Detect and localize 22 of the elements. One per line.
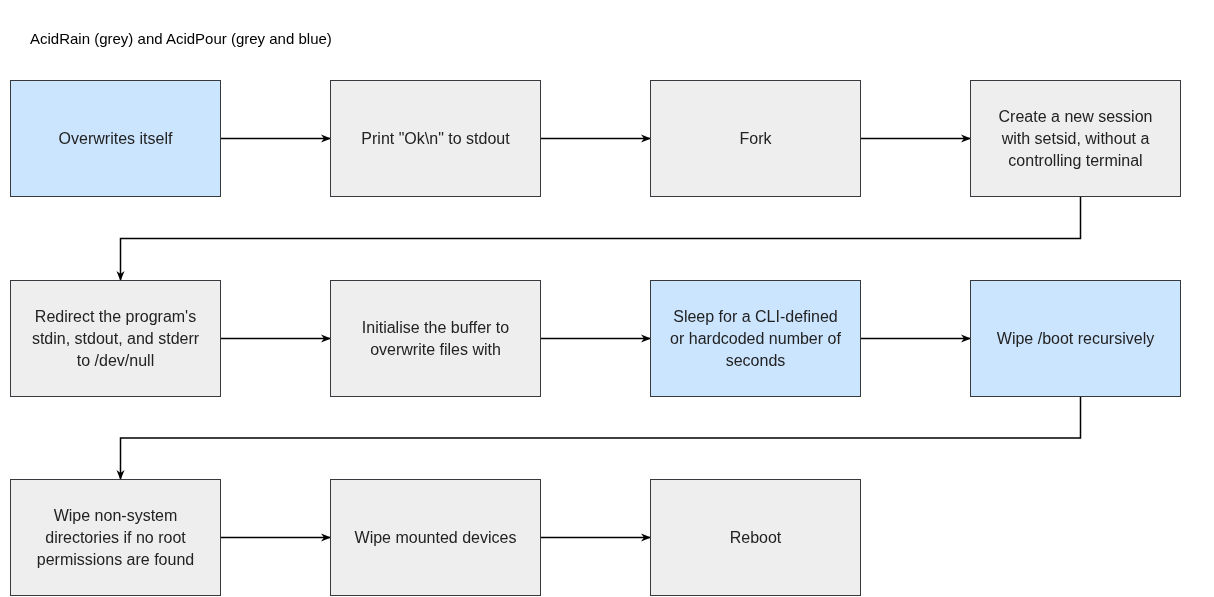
process-box: Wipe mounted devices <box>330 479 541 596</box>
process-box: Wipe /boot recursively <box>970 280 1181 397</box>
arrow <box>860 334 971 343</box>
arrow <box>540 533 651 542</box>
arrow <box>860 134 971 143</box>
process-box: Reboot <box>650 479 861 596</box>
process-box: Redirect the program's stdin, stdout, and stderr to /dev/null <box>10 280 221 397</box>
process-box: Create a new session with setsid, without a controlling terminal <box>970 80 1181 197</box>
arrow <box>116 196 1082 281</box>
arrow <box>220 134 331 143</box>
process-box: Initialise the buffer to overwrite files with <box>330 280 541 397</box>
arrow <box>220 533 331 542</box>
arrow <box>540 334 651 343</box>
process-box: Print "Ok\n" to stdout <box>330 80 541 197</box>
arrow <box>220 334 331 343</box>
arrow <box>540 134 651 143</box>
diagram-title: AcidRain (grey) and AcidPour (grey and blue) <box>30 29 332 49</box>
process-box: Sleep for a CLI-defined or hardcoded number of seconds <box>650 280 861 397</box>
process-box: Wipe non-system directories if no root permissions are found <box>10 479 221 596</box>
process-box: Fork <box>650 80 861 197</box>
process-box: Overwrites itself <box>10 80 221 197</box>
arrow <box>116 396 1082 480</box>
